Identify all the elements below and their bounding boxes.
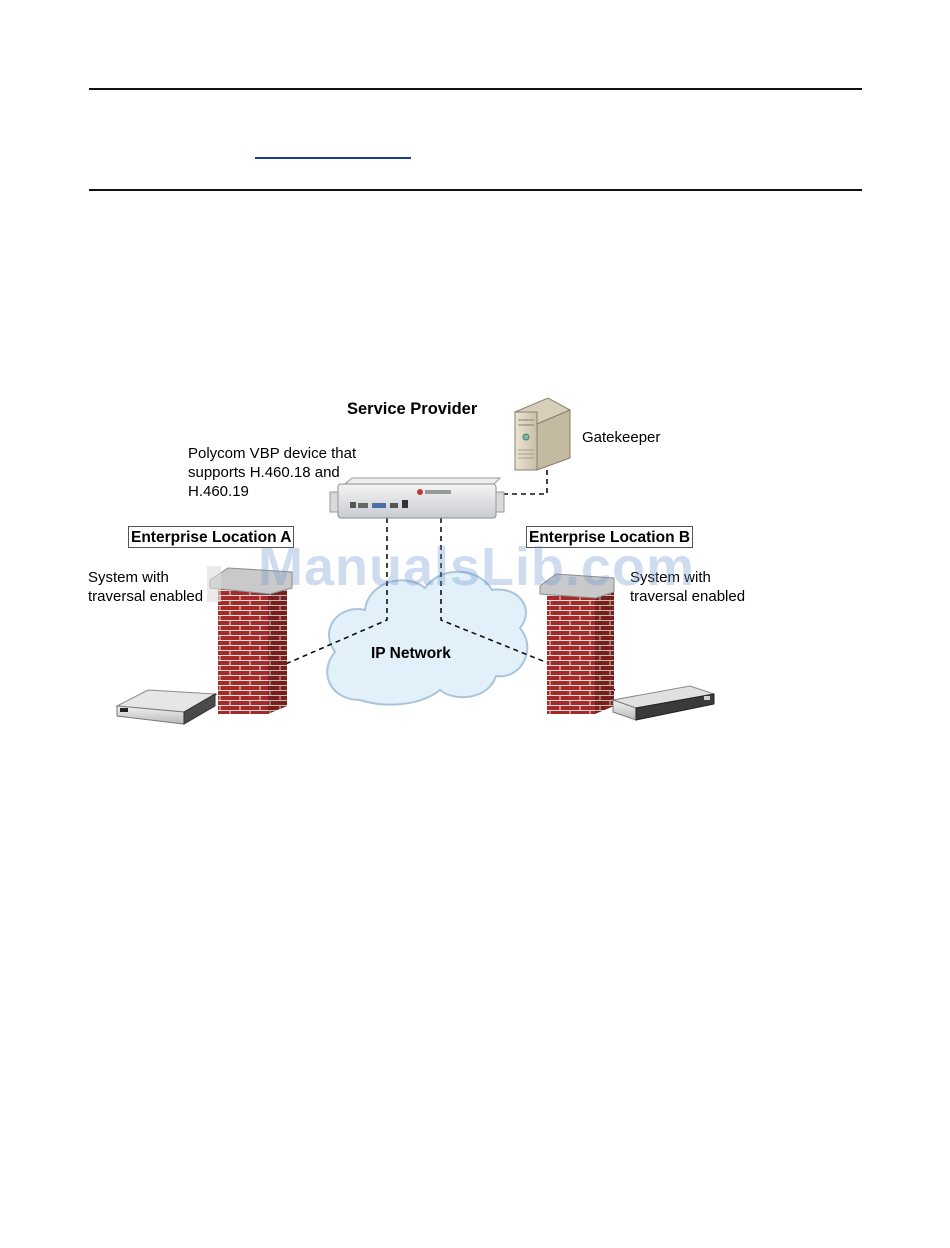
- system-b-device-icon: [613, 686, 714, 720]
- polycom-vbp-device-icon: [330, 478, 504, 518]
- gatekeeper-server-icon: [515, 398, 570, 470]
- system-a-label-line-1: System with: [88, 568, 169, 587]
- system-a-label-line-2: traversal enabled: [88, 587, 203, 606]
- watermark: ManualsLib.com: [258, 536, 695, 598]
- system-a-device-icon: [117, 690, 215, 724]
- vbp-label-line-2: supports H.460.18 and: [188, 463, 340, 482]
- service-provider-label: Service Provider: [347, 400, 477, 419]
- gatekeeper-label: Gatekeeper: [582, 428, 660, 447]
- vbp-label-line-1: Polycom VBP device that: [188, 444, 356, 463]
- ip-network-label: IP Network: [371, 644, 451, 663]
- vbp-label-line-3: H.460.19: [188, 482, 249, 501]
